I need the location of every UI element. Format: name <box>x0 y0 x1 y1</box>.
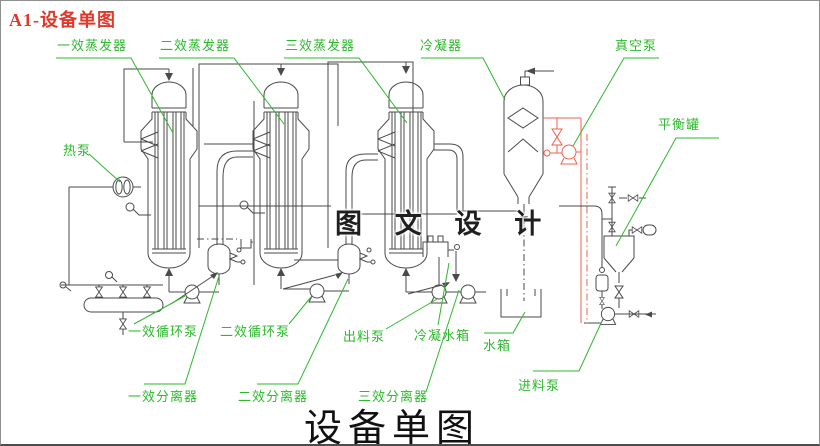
vacuum-pump-symbol <box>543 117 588 323</box>
evaporator-3-symbol <box>377 81 435 277</box>
flash-tank-symbol <box>59 271 164 335</box>
label-separator-1: 一效分离器 <box>128 389 199 404</box>
label-evaporator-1: 一效蒸发器 <box>57 38 128 53</box>
separator-2-symbol <box>337 243 376 275</box>
label-circulation-pump-1: 一效循环泵 <box>128 324 199 339</box>
label-separator-3: 三效分离器 <box>358 389 429 404</box>
evaporator-2-symbol <box>252 81 310 277</box>
label-vacuum-pump: 真空泵 <box>615 38 658 53</box>
vapor-ducts <box>216 143 518 245</box>
label-condensate-tank: 冷凝水箱 <box>414 328 471 343</box>
feed-pump-symbol <box>599 306 617 325</box>
heat-pump-symbol <box>112 176 134 198</box>
balance-tank-symbol <box>559 186 657 318</box>
label-discharge-pump: 出料泵 <box>343 329 386 344</box>
label-evaporator-2: 二效蒸发器 <box>160 38 231 53</box>
label-circulation-pump-2: 二效循环泵 <box>220 324 291 339</box>
piping <box>68 101 601 324</box>
water-tank-symbol <box>500 289 542 318</box>
separator-1-symbol <box>207 243 246 275</box>
label-water-tank: 水箱 <box>483 338 512 353</box>
drawing-code: A1-设备单图 <box>9 10 116 30</box>
label-evaporator-3: 三效蒸发器 <box>285 38 356 53</box>
jacket-boxes <box>123 61 414 248</box>
condensate-pump-symbol <box>459 284 477 304</box>
label-leader-lines <box>56 57 719 393</box>
label-balance-tank: 平衡罐 <box>658 117 701 132</box>
drawing-title: 设备单图 <box>304 408 481 446</box>
condensate-tank-symbol <box>422 235 460 285</box>
evaporator-1-symbol <box>140 81 198 277</box>
circulation-pump-2-symbol <box>308 283 326 303</box>
label-feed-pump: 进料泵 <box>518 378 561 393</box>
label-heat-pump: 热泵 <box>63 143 92 158</box>
label-separator-2: 二效分离器 <box>238 389 309 404</box>
instrument-bubbles <box>125 200 265 216</box>
watermark-text: 图 文 设 计 <box>335 209 555 239</box>
condenser-symbol <box>503 67 554 301</box>
label-condenser: 冷凝器 <box>420 38 463 53</box>
